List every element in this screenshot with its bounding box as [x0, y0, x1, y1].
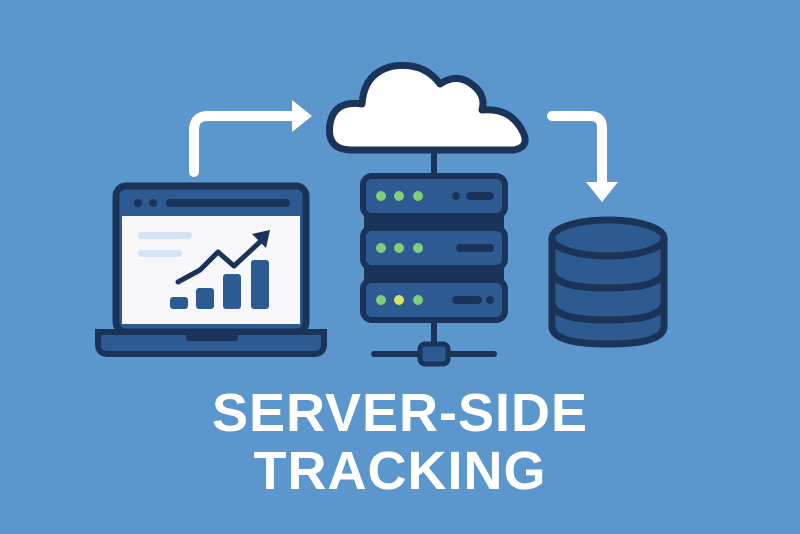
laptop-analytics-icon: [95, 182, 327, 357]
database-icon: [548, 216, 668, 348]
title-line-2: TRACKING: [253, 441, 547, 501]
arrow-down-icon: [547, 111, 618, 202]
server-rack-icon: [360, 152, 508, 367]
cloud-icon: [325, 61, 529, 154]
server-unit: [360, 277, 508, 323]
title-line-1: SERVER-SIDE: [211, 383, 589, 443]
server-unit: [360, 225, 508, 271]
server-unit: [360, 173, 508, 219]
arrow-right-icon: [189, 100, 312, 177]
